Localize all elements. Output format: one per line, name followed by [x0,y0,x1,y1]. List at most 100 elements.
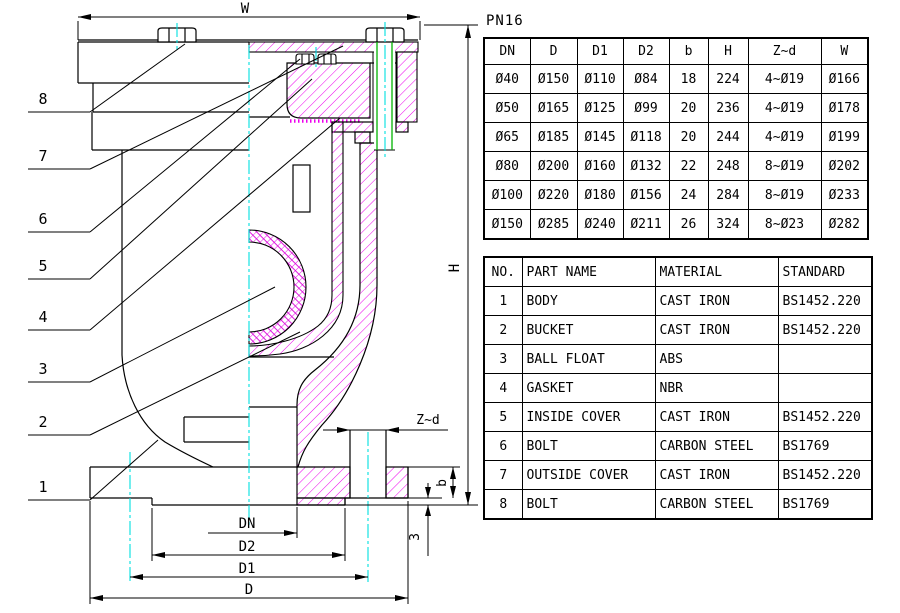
dim-label-b: b [435,479,450,487]
pressure-rating-label: PN16 [486,13,524,29]
table-cell: Ø285 [529,209,578,240]
table-cell: Ø125 [576,93,624,123]
table-header-cell: Z~d [747,37,822,65]
table-cell: Ø202 [820,151,869,181]
table-cell: BUCKET [521,315,656,345]
table-header-cell: PART NAME [521,256,656,287]
table-cell: Ø132 [622,151,670,181]
table-cell: CAST IRON [654,402,779,432]
table-cell: Ø185 [529,122,578,152]
table-cell: Ø65 [483,122,531,152]
table-cell: Ø100 [483,180,531,210]
table-cell: ABS [654,344,779,374]
table-cell: Ø211 [622,209,670,240]
table-cell: 22 [668,151,709,181]
dim-label-h: H [447,264,463,272]
table-cell: 20 [668,122,709,152]
table-cell: 24 [668,180,709,210]
table-cell: 4~Ø19 [747,64,822,94]
table-cell: BS1452.220 [777,402,873,432]
table-cell: Ø180 [576,180,624,210]
table-cell: Ø156 [622,180,670,210]
dim-label-3: 3 [408,533,423,541]
table-cell: CAST IRON [654,286,779,316]
table-cell: 1 [483,286,523,316]
centerlines [129,22,386,582]
leader-8: 8 [38,90,47,108]
table-cell: 8~Ø19 [747,151,822,181]
dimensions [77,16,478,604]
table-cell: Ø110 [576,64,624,94]
table-header-cell: b [668,37,709,65]
table-header-cell: D [529,37,578,65]
table-cell: 224 [707,64,749,94]
table-cell: BS1452.220 [777,315,873,345]
table-cell: BS1452.220 [777,286,873,316]
table-cell: 248 [707,151,749,181]
table-cell: Ø160 [576,151,624,181]
dim-label-zd: Z~d [416,413,439,428]
table-cell: Ø150 [529,64,578,94]
leader-7: 7 [38,147,47,165]
table-cell: 284 [707,180,749,210]
table-header-cell: NO. [483,256,523,287]
inside-cover-section [286,62,371,119]
table-cell: Ø118 [622,122,670,152]
leader-number-labels: 8 7 6 5 4 3 2 1 [38,90,47,496]
table-cell: 244 [707,122,749,152]
table-cell: BALL FLOAT [521,344,656,374]
leader-5: 5 [38,257,47,275]
table-cell: Ø150 [483,209,531,240]
dim-label-d1: D1 [239,561,256,577]
table-cell [777,373,873,403]
table-cell: CARBON STEEL [654,431,779,461]
dim-label-w: W [241,1,250,17]
table-cell: BS1769 [777,489,873,520]
leader-3: 3 [38,360,47,378]
table-cell: 4 [483,373,523,403]
table-cell: 26 [668,209,709,240]
table-cell: Ø40 [483,64,531,94]
table-cell: Ø50 [483,93,531,123]
table-cell: BOLT [521,431,656,461]
table-cell: 8 [483,489,523,520]
leader-4: 4 [38,308,47,326]
table-cell: BOLT [521,489,656,520]
table-cell: Ø166 [820,64,869,94]
table-header-cell: DN [483,37,531,65]
table-cell: Ø84 [622,64,670,94]
table-cell [777,344,873,374]
leader-1: 1 [38,478,47,496]
dim-label-d: D [245,582,253,598]
table-header-cell: D2 [622,37,670,65]
table-cell: 18 [668,64,709,94]
table-cell: Ø240 [576,209,624,240]
leader-2: 2 [38,413,47,431]
table-cell: OUTSIDE COVER [521,460,656,490]
table-cell: 2 [483,315,523,345]
dim-label-d2: D2 [239,539,256,555]
table-cell: 4~Ø19 [747,93,822,123]
table-cell: 8~Ø23 [747,209,822,240]
table-cell: CARBON STEEL [654,489,779,520]
table-cell: Ø178 [820,93,869,123]
valve-section-drawing: 8 7 6 5 4 3 2 1 W H Z~d b 3 DN D2 D1 D [28,1,478,604]
table-cell: CAST IRON [654,315,779,345]
body-section [296,121,409,506]
table-cell: Ø199 [820,122,869,152]
table-cell: Ø282 [820,209,869,240]
table-header-cell: MATERIAL [654,256,779,287]
table-cell: Ø220 [529,180,578,210]
ball-float [248,229,307,345]
dimension-labels: W H Z~d b 3 DN D2 D1 D [239,1,463,598]
